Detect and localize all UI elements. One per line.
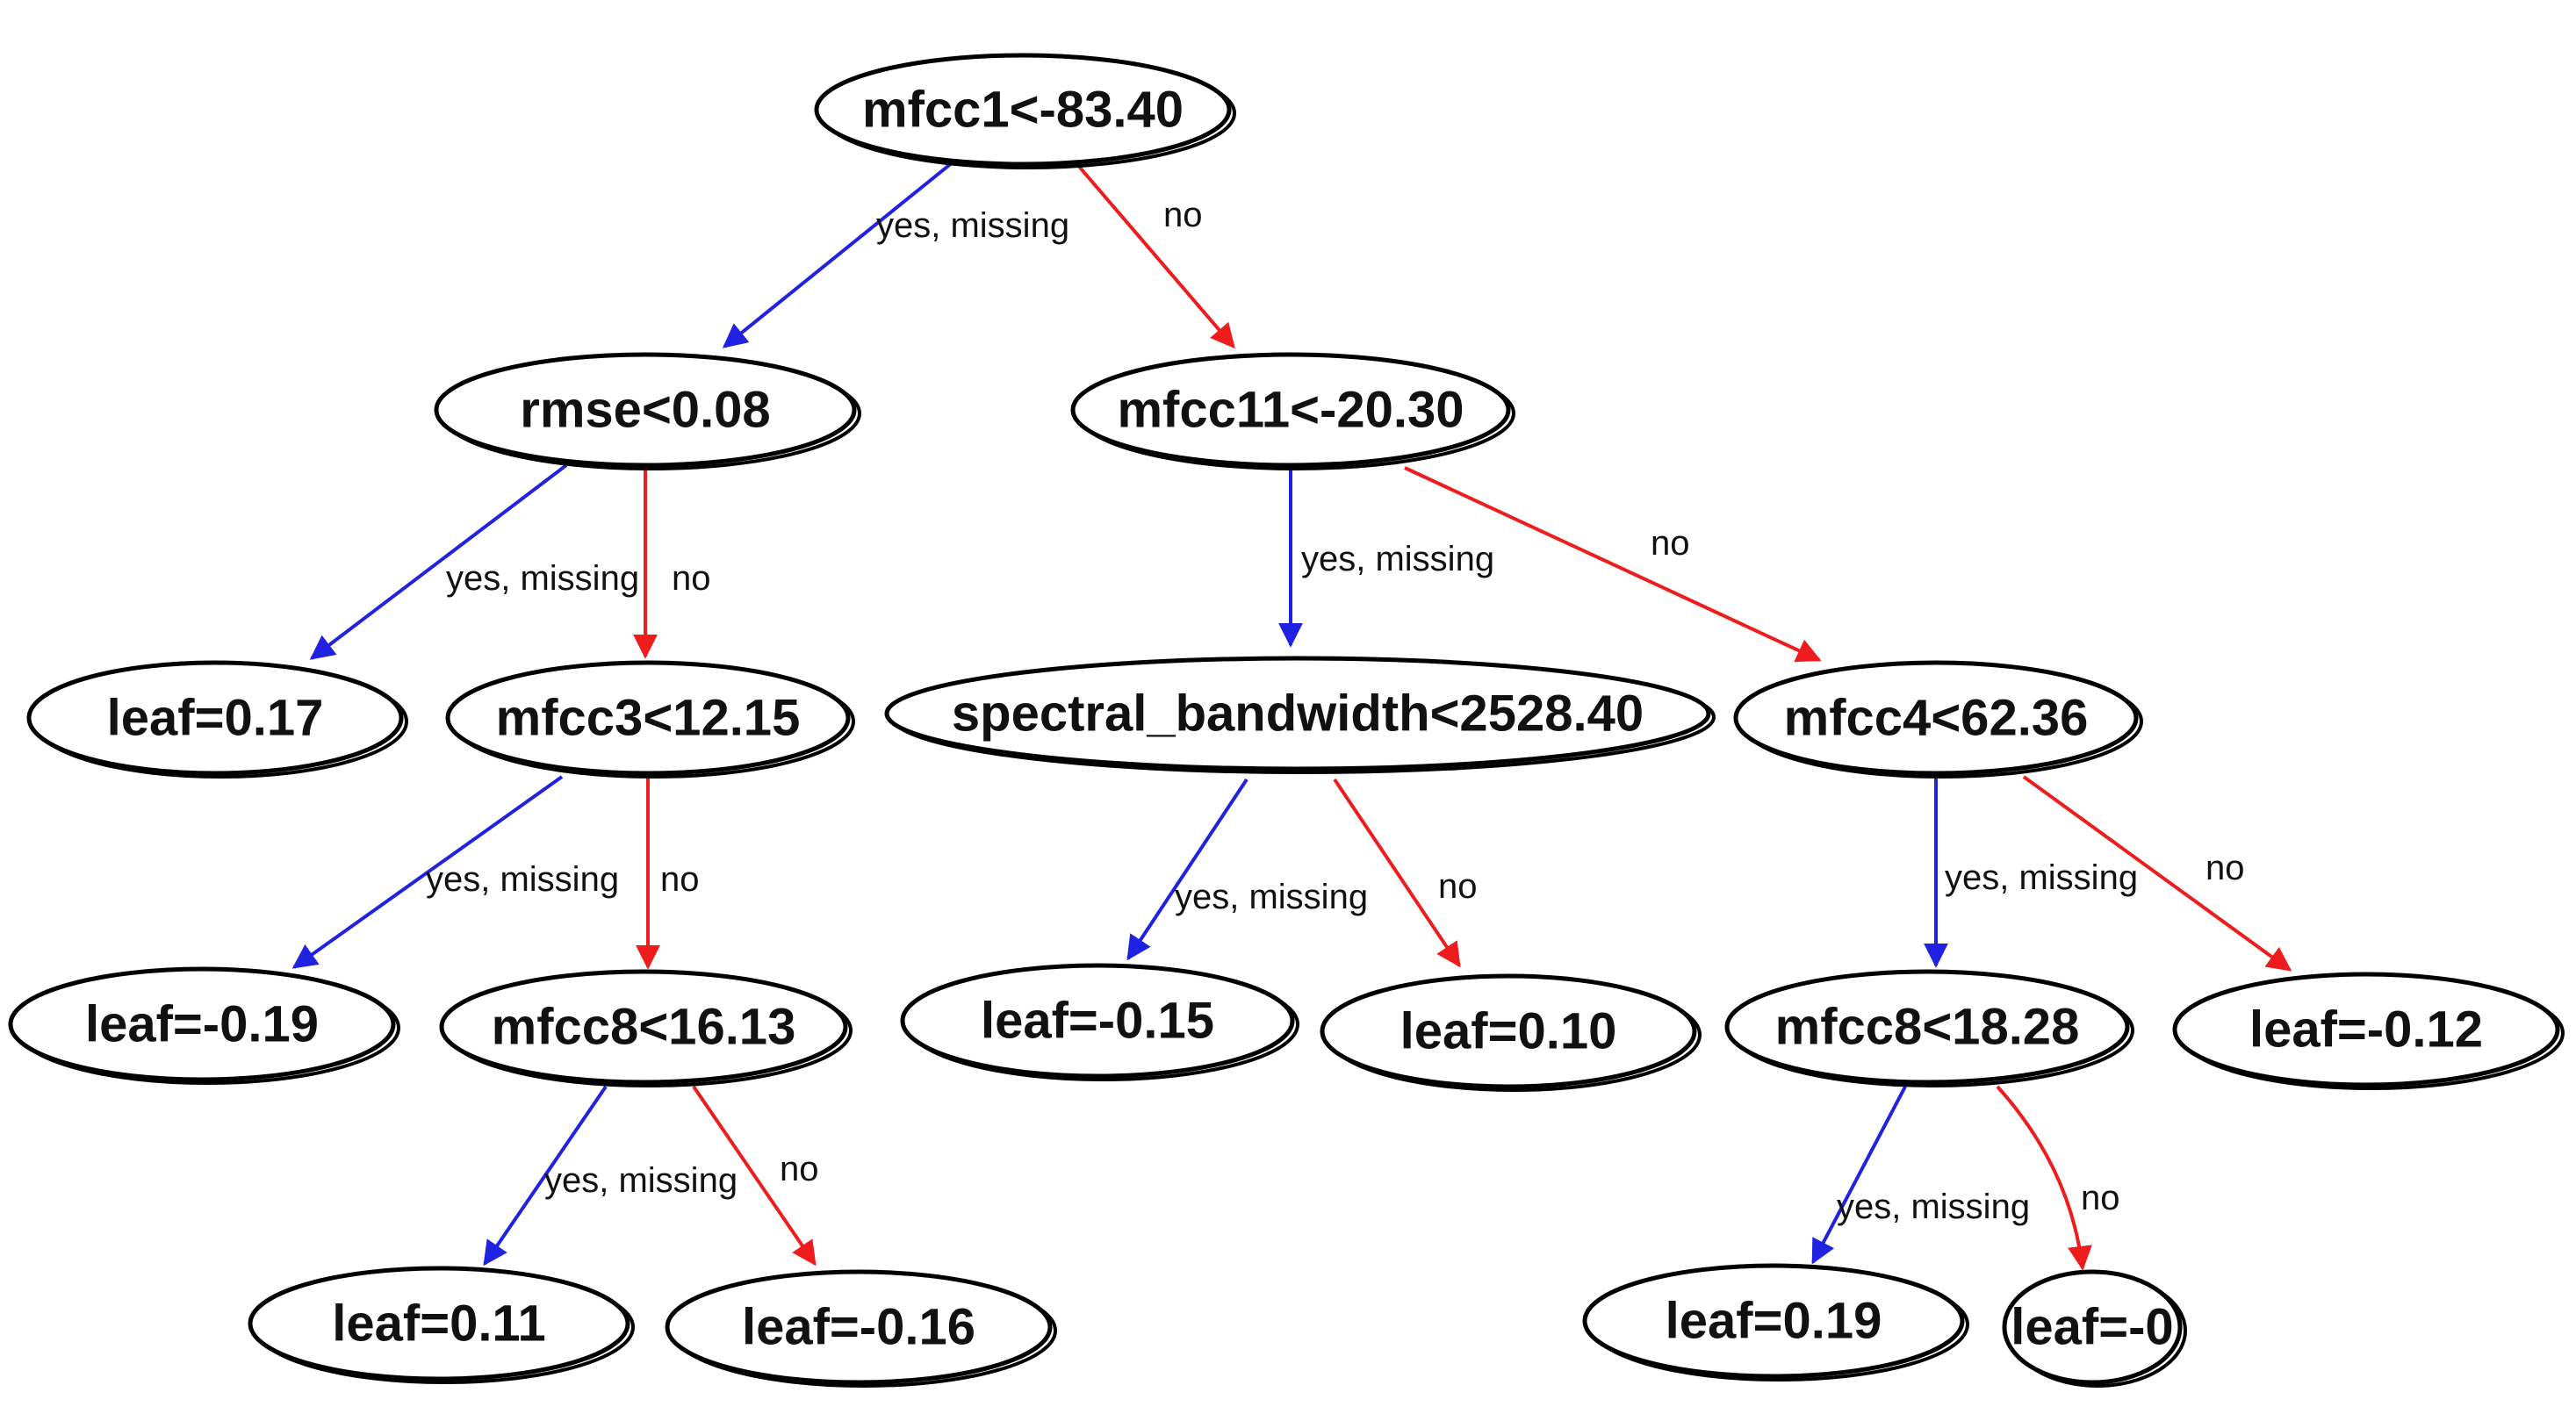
edge-n8-n13-yes (483, 1085, 608, 1267)
edges-layer: yes, missing no yes, missing no yes, missing… (291, 161, 2292, 1271)
node-ellipse (884, 656, 1711, 772)
split-node-n2: mfcc11<-20.30 (1070, 352, 1515, 470)
nodes-layer: mfcc1<-83.40 rmse<0.08 mfcc11<-20.30 leaf=0… (8, 53, 2565, 1388)
node-label: leaf=-0.16 (742, 1299, 975, 1356)
node-label: mfcc1<-83.40 (862, 82, 1184, 139)
edge-label-n2-n5: yes, missing (1301, 540, 1494, 578)
node-label: mfcc8<18.28 (1775, 999, 2080, 1056)
edge-label-n0-n1: yes, missing (876, 206, 1069, 245)
split-node-n11: mfcc8<18.28 (1724, 969, 2134, 1087)
node-ellipse (1733, 660, 2139, 776)
edge-label-n2-n6: no (1651, 524, 1690, 563)
edge-n11-n15-yes (1811, 1086, 1907, 1265)
split-node-n4: mfcc3<12.15 (445, 660, 855, 779)
node-ellipse (2002, 1269, 2183, 1385)
edge-label-n5-n10: no (1438, 867, 1478, 906)
edge-label-n8-n14: no (780, 1150, 819, 1188)
node-label: leaf=0.19 (1666, 1293, 1882, 1350)
edge-n11-n16-no (1996, 1085, 2092, 1271)
edge-label-n0-n2: no (1163, 196, 1203, 234)
split-node-n8: mfcc8<16.13 (439, 969, 853, 1087)
leaf-node-n12: leaf=-0.12 (2172, 972, 2565, 1090)
node-label: leaf=0.17 (107, 690, 324, 747)
node-ellipse (248, 1266, 630, 1382)
edge-label-n6-n11: yes, missing (1945, 858, 2138, 897)
node-ellipse (1724, 969, 2130, 1085)
node-label: spectral_bandwidth<2528.40 (952, 685, 1644, 743)
leaf-node-n13: leaf=0.11 (248, 1266, 635, 1384)
node-label: mfcc11<-20.30 (1117, 382, 1464, 439)
leaf-node-n14: leaf=-0.16 (665, 1269, 1057, 1388)
split-node-n6: mfcc4<62.36 (1733, 660, 2143, 779)
edge-label-n11-n15: yes, missing (1837, 1188, 2030, 1226)
split-node-n1: rmse<0.08 (434, 352, 861, 470)
split-node-n0: mfcc1<-83.40 (814, 53, 1236, 169)
edge-n0-n2-no (1074, 161, 1235, 349)
node-label: mfcc4<62.36 (1784, 690, 2089, 747)
edge-n0-n1-yes (722, 161, 954, 348)
node-label: leaf=-0.12 (2249, 1001, 2483, 1059)
edge-label-n4-n8: no (660, 860, 700, 899)
node-ellipse (1582, 1263, 1965, 1379)
node-label: leaf=-0.19 (85, 996, 319, 1053)
edge-n5-n9-yes (1126, 778, 1248, 961)
edge-n5-n10-no (1333, 778, 1461, 968)
node-ellipse (665, 1269, 1053, 1385)
node-label: mfcc3<12.15 (496, 690, 801, 747)
edge-label-n11-n16: no (2081, 1179, 2120, 1217)
node-ellipse (2172, 972, 2560, 1087)
node-ellipse (814, 53, 1232, 167)
node-label: mfcc8<16.13 (492, 999, 796, 1056)
node-label: rmse<0.08 (520, 382, 770, 439)
node-label: leaf=-0 (2011, 1299, 2173, 1356)
node-ellipse (439, 969, 848, 1085)
leaf-node-n9: leaf=-0.15 (900, 963, 1299, 1081)
edge-label-n8-n13: yes, missing (544, 1161, 738, 1200)
edge-n2-n6-no (1404, 466, 1822, 663)
node-ellipse (1320, 973, 1697, 1089)
edge-label-n4-n7: yes, missing (426, 860, 619, 899)
edge-label-n1-n4: no (672, 559, 711, 598)
node-label: leaf=-0.15 (981, 993, 1214, 1050)
edge-label-n5-n9: yes, missing (1175, 878, 1368, 916)
node-ellipse (26, 660, 404, 776)
node-ellipse (445, 660, 851, 776)
leaf-node-n16: leaf=-0 (2002, 1269, 2187, 1388)
edge-n1-n3-yes (309, 463, 568, 660)
leaf-node-n3: leaf=0.17 (26, 660, 408, 779)
leaf-node-n10: leaf=0.10 (1320, 973, 1702, 1092)
split-node-n5: spectral_bandwidth<2528.40 (884, 656, 1716, 774)
edge-label-n6-n12: no (2205, 849, 2245, 887)
node-ellipse (8, 966, 396, 1082)
leaf-node-n15: leaf=0.19 (1582, 1263, 1969, 1382)
leaf-node-n7: leaf=-0.19 (8, 966, 400, 1085)
node-ellipse (1070, 352, 1511, 468)
node-ellipse (900, 963, 1295, 1079)
node-ellipse (434, 352, 857, 468)
node-label: leaf=0.11 (332, 1295, 546, 1353)
edge-n6-n12-no (2022, 775, 2292, 972)
edge-n4-n7-yes (291, 775, 564, 969)
node-label: leaf=0.10 (1400, 1003, 1617, 1060)
edge-label-n1-n3: yes, missing (446, 559, 639, 598)
edge-n8-n14-no (692, 1085, 817, 1267)
